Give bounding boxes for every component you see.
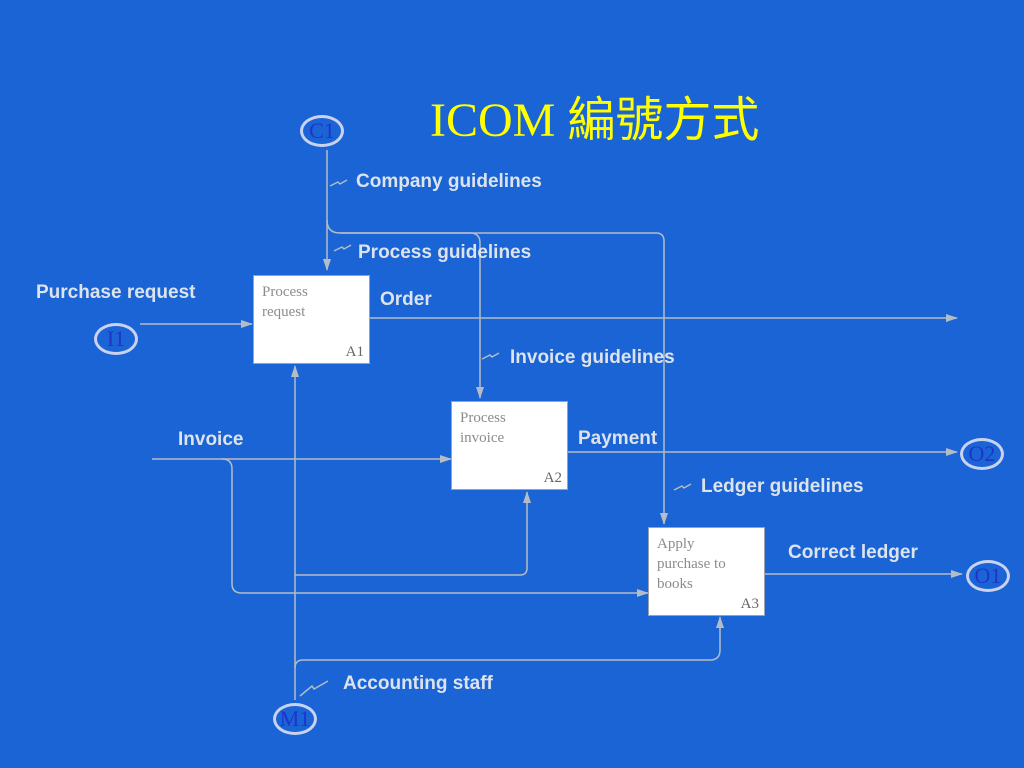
page-title: ICOM 編號方式 (430, 94, 760, 147)
output-tag-o1: O1 (966, 560, 1010, 592)
activity-name: Process request (262, 282, 308, 322)
label-ledger-guidelines: Ledger guidelines (701, 476, 864, 497)
label-order: Order (380, 289, 432, 310)
label-accounting-staff: Accounting staff (343, 673, 493, 694)
control-tag-c1: C1 (300, 115, 344, 147)
label-payment: Payment (578, 428, 658, 449)
mechanism-tag-m1: M1 (273, 703, 317, 735)
activity-name: Process invoice (460, 408, 506, 448)
output-tag-o2: O2 (960, 438, 1004, 470)
activity-box-a3: Apply purchase to books A3 (648, 527, 765, 616)
activity-name: Apply purchase to books (657, 534, 726, 594)
label-purchase-request: Purchase request (36, 282, 196, 303)
label-invoice-guidelines: Invoice guidelines (510, 347, 675, 368)
activity-id: A2 (543, 470, 562, 486)
activity-id: A3 (740, 596, 759, 612)
label-invoice: Invoice (178, 429, 244, 450)
activity-box-a2: Process invoice A2 (451, 401, 568, 490)
invoice-branch-arrow (221, 458, 649, 597)
squiggle-company (329, 179, 348, 187)
activity-name-line: Process (460, 410, 506, 426)
label-correct-ledger: Correct ledger (788, 542, 918, 563)
activity-name-line: purchase to (657, 556, 726, 572)
activity-id: A1 (345, 344, 364, 360)
company-guidelines-branch (326, 219, 668, 525)
activity-name-line: Apply (657, 536, 695, 552)
activity-name-line: request (262, 304, 306, 320)
squiggle-staff (299, 680, 329, 697)
activity-box-a1: Process request A1 (253, 275, 370, 364)
squiggle-invoice (481, 352, 500, 360)
input-tag-i1: I1 (94, 323, 138, 355)
squiggle-process (333, 244, 352, 252)
label-process-guidelines: Process guidelines (358, 242, 532, 263)
activity-name-line: invoice (460, 430, 505, 446)
activity-name-line: books (657, 576, 693, 592)
label-company-guidelines: Company guidelines (356, 171, 542, 192)
process-guidelines-arrow (340, 232, 484, 399)
mechanism-arrow-a3 (294, 616, 724, 669)
activity-name-line: Process (262, 284, 308, 300)
squiggle-ledger (673, 483, 692, 491)
mechanism-arrow-a2 (295, 491, 531, 576)
